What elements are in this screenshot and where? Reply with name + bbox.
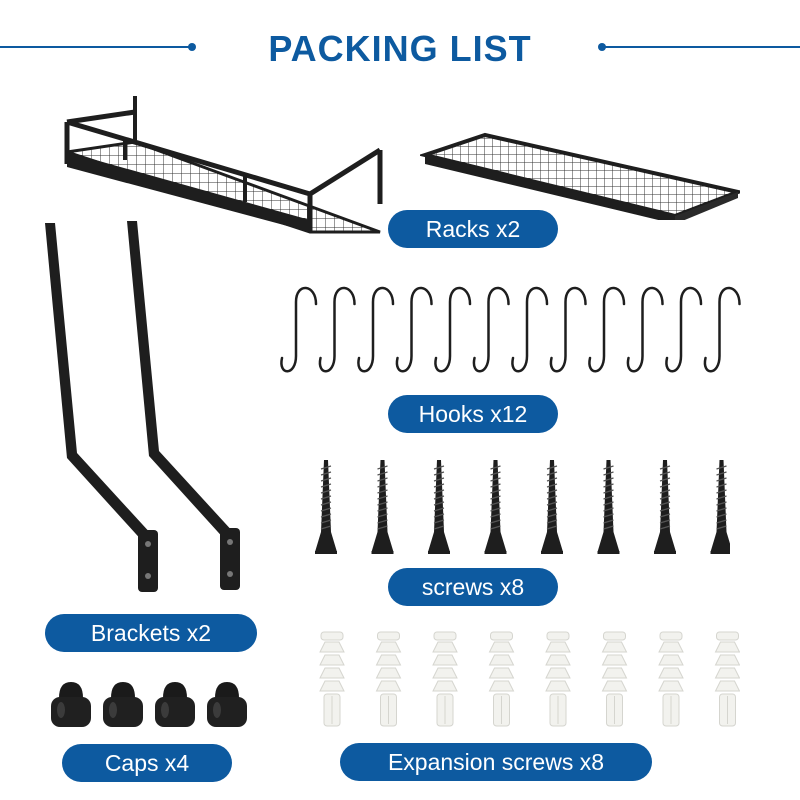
screw-icon (597, 460, 620, 554)
s-hook-icon (588, 286, 626, 373)
screw-icon (371, 460, 394, 554)
wall-anchor-icon (432, 631, 458, 727)
screw-icon (315, 460, 337, 554)
caps-label: Caps x4 (62, 744, 232, 782)
expansion-screws-label: Expansion screws x8 (340, 743, 652, 781)
wall-anchor-icon (375, 631, 402, 727)
s-hook-icon (703, 286, 741, 373)
screw-icon (710, 460, 730, 554)
hooks-label: Hooks x12 (388, 395, 558, 433)
screws-label: screws x8 (388, 568, 558, 606)
rack-tray-icon (420, 130, 740, 220)
wall-anchor-icon (319, 631, 345, 727)
s-hooks-group (278, 280, 758, 380)
wall-anchor-icon (601, 631, 628, 727)
brackets-group (35, 218, 275, 598)
racks-label: Racks x2 (388, 210, 558, 248)
screws-group (310, 460, 730, 558)
s-hook-icon (357, 286, 395, 373)
s-hook-icon (665, 286, 703, 373)
screw-icon (654, 460, 676, 554)
bracket-icon (45, 223, 158, 592)
page-title: PACKING LIST (268, 28, 532, 69)
s-hook-icon (549, 286, 587, 373)
title-line-left (0, 46, 190, 48)
cap-icon (155, 682, 195, 727)
cap-icon (207, 682, 247, 727)
screw-icon (484, 460, 507, 554)
cap-icon (51, 682, 91, 727)
s-hook-icon (511, 286, 549, 373)
wall-anchor-icon (714, 631, 740, 727)
s-hook-icon (626, 286, 664, 373)
screw-icon (428, 460, 450, 554)
bracket-icon (127, 221, 240, 590)
rack-basket-icon (55, 92, 390, 237)
wall-anchor-icon (545, 631, 571, 727)
s-hook-icon (434, 286, 472, 373)
screw-icon (541, 460, 563, 554)
wall-anchor-icon (488, 631, 515, 727)
s-hook-icon (280, 286, 318, 373)
title-dot-left (188, 43, 196, 51)
s-hook-icon (472, 286, 510, 373)
s-hook-icon (318, 286, 356, 373)
title-line-right (604, 46, 800, 48)
wall-anchors-group (310, 630, 740, 730)
s-hook-icon (395, 286, 433, 373)
cap-icon (103, 682, 143, 727)
title-dot-right (598, 43, 606, 51)
caps-group (45, 680, 250, 730)
brackets-label: Brackets x2 (45, 614, 257, 652)
wall-anchor-icon (658, 631, 684, 727)
